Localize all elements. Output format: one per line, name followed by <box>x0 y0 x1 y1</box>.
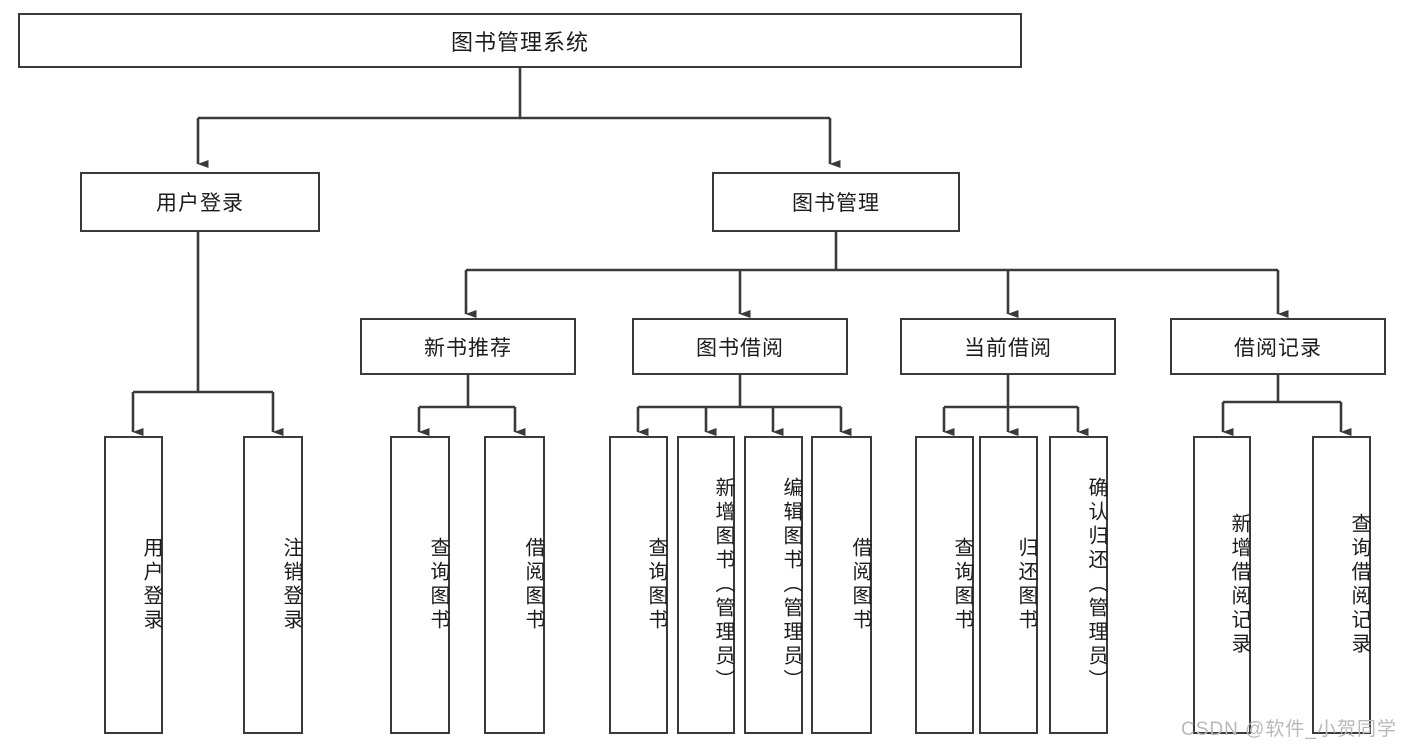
node-new-book-recommend[interactable]: 新书推荐 <box>360 318 576 375</box>
leaf-user-login-login[interactable]: 用户登录 <box>104 436 163 734</box>
node-label: 新增借阅记录 <box>1228 513 1250 657</box>
node-book-management[interactable]: 图书管理 <box>712 172 960 232</box>
node-label: 图书管理 <box>792 192 880 215</box>
leaf-current-confirm-return-admin[interactable]: 确认归还（管理员） <box>1049 436 1108 734</box>
node-label: 借阅记录 <box>1234 336 1322 360</box>
node-borrow-record[interactable]: 借阅记录 <box>1170 318 1386 375</box>
node-label: 当前借阅 <box>964 336 1052 360</box>
node-label: 用户登录 <box>156 192 244 215</box>
node-user-login[interactable]: 用户登录 <box>80 172 320 232</box>
leaf-current-query-book[interactable]: 查询图书 <box>915 436 974 734</box>
node-label: 查询借阅记录 <box>1348 513 1370 657</box>
leaf-recommend-borrow-book[interactable]: 借阅图书 <box>484 436 545 734</box>
node-label: 借阅图书 <box>522 537 544 633</box>
leaf-borrow-borrow-book[interactable]: 借阅图书 <box>811 436 872 734</box>
node-label: 图书管理系统 <box>450 29 589 55</box>
node-label: 查询图书 <box>645 537 667 633</box>
leaf-borrow-query-book[interactable]: 查询图书 <box>609 436 668 734</box>
leaf-borrow-add-book-admin[interactable]: 新增图书（管理员） <box>677 436 735 734</box>
leaf-record-query-record[interactable]: 查询借阅记录 <box>1312 436 1371 734</box>
node-book-borrow[interactable]: 图书借阅 <box>632 318 848 375</box>
node-label: 查询图书 <box>951 537 973 633</box>
node-label: 新增图书（管理员） <box>712 477 734 693</box>
node-label: 图书借阅 <box>696 336 784 360</box>
node-label: 用户登录 <box>140 537 162 633</box>
csdn-watermark: CSDN @软件_小贺同学 <box>1181 719 1397 740</box>
leaf-current-return-book[interactable]: 归还图书 <box>979 436 1038 734</box>
node-current-borrow[interactable]: 当前借阅 <box>900 318 1116 375</box>
leaf-recommend-query-book[interactable]: 查询图书 <box>390 436 450 734</box>
leaf-borrow-edit-book-admin[interactable]: 编辑图书（管理员） <box>744 436 803 734</box>
node-label: 注销登录 <box>280 537 302 633</box>
node-label: 借阅图书 <box>849 537 871 633</box>
node-label: 编辑图书（管理员） <box>780 477 802 693</box>
node-label: 确认归还（管理员） <box>1085 477 1107 693</box>
leaf-user-login-logout[interactable]: 注销登录 <box>243 436 303 734</box>
leaf-record-add-record[interactable]: 新增借阅记录 <box>1193 436 1251 734</box>
node-label: 归还图书 <box>1015 537 1037 633</box>
node-root-system[interactable]: 图书管理系统 <box>18 13 1022 68</box>
node-label: 新书推荐 <box>424 336 512 360</box>
node-label: 查询图书 <box>427 537 449 633</box>
